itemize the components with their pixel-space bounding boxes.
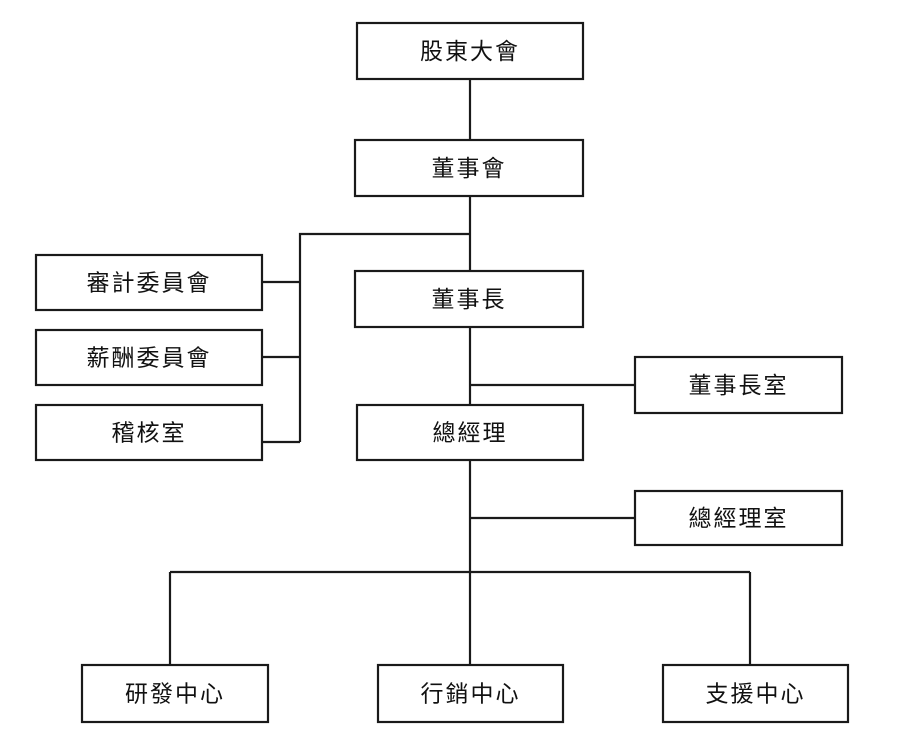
node-label-comp-committee: 薪酬委員會	[87, 346, 212, 372]
node-label-chairman: 董事長	[432, 287, 507, 313]
node-support-center[interactable]: 支援中心	[661, 663, 850, 724]
node-board[interactable]: 董事會	[353, 138, 585, 198]
node-box-marketing-center	[376, 663, 565, 724]
node-marketing-center[interactable]: 行銷中心	[376, 663, 565, 724]
node-audit-office[interactable]: 稽核室	[34, 403, 264, 462]
node-label-shareholders: 股東大會	[420, 39, 520, 65]
node-box-audit-office	[34, 403, 264, 462]
node-president[interactable]: 總經理	[355, 403, 585, 462]
node-label-president-office: 總經理室	[689, 506, 789, 532]
node-audit-committee[interactable]: 審計委員會	[34, 253, 264, 312]
node-box-shareholders	[355, 21, 585, 81]
node-label-support-center: 支援中心	[706, 682, 806, 708]
node-chairman-office[interactable]: 董事長室	[633, 355, 844, 415]
node-label-board: 董事會	[432, 156, 507, 182]
node-label-president: 總經理	[433, 421, 508, 447]
node-box-president	[355, 403, 585, 462]
node-label-audit-committee: 審計委員會	[87, 271, 212, 297]
node-box-rd-center	[80, 663, 270, 724]
node-box-board	[353, 138, 585, 198]
node-label-chairman-office: 董事長室	[689, 373, 789, 399]
node-box-chairman	[353, 269, 585, 329]
node-shareholders[interactable]: 股東大會	[355, 21, 585, 81]
node-box-comp-committee	[34, 328, 264, 387]
connector-layer	[168, 79, 752, 665]
connector-e-board-committees	[298, 232, 470, 442]
node-label-audit-office: 稽核室	[112, 421, 187, 447]
node-label-rd-center: 研發中心	[125, 682, 225, 708]
node-box-chairman-office	[633, 355, 844, 415]
node-chairman[interactable]: 董事長	[353, 269, 585, 329]
node-box-president-office	[633, 489, 844, 547]
node-label-marketing-center: 行銷中心	[421, 682, 521, 708]
node-rd-center[interactable]: 研發中心	[80, 663, 270, 724]
node-box-support-center	[661, 663, 850, 724]
node-president-office[interactable]: 總經理室	[633, 489, 844, 547]
node-comp-committee[interactable]: 薪酬委員會	[34, 328, 264, 387]
node-box-audit-committee	[34, 253, 264, 312]
